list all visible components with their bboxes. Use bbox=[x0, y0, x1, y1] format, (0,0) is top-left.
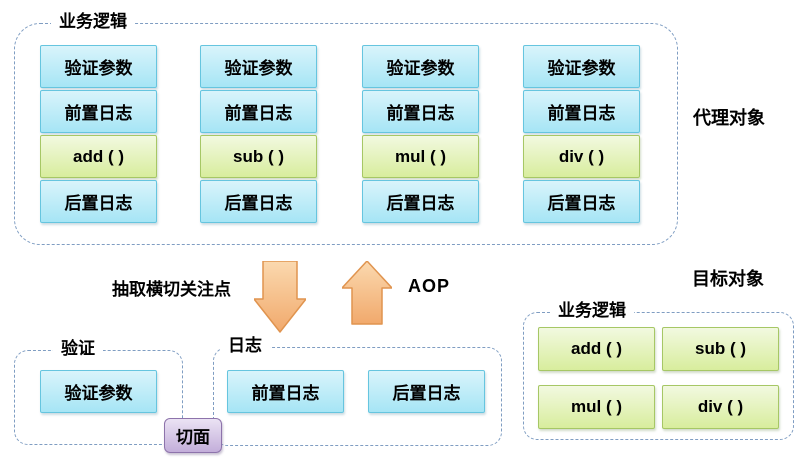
proxy-cell-postlog: 后置日志 bbox=[362, 180, 479, 223]
proxy-container-title: 业务逻辑 bbox=[51, 11, 135, 33]
proxy-cell-method: div ( ) bbox=[523, 135, 640, 178]
target-container-title: 业务逻辑 bbox=[550, 300, 634, 322]
validation-container-title: 验证 bbox=[53, 338, 103, 360]
logging-container-title: 日志 bbox=[220, 335, 270, 357]
pre-log-box: 前置日志 bbox=[227, 370, 344, 413]
proxy-cell-prelog: 前置日志 bbox=[523, 90, 640, 133]
proxy-stack-mul: 验证参数 前置日志 mul ( ) 后置日志 bbox=[362, 45, 479, 223]
target-method-add: add ( ) bbox=[538, 327, 655, 371]
proxy-cell-prelog: 前置日志 bbox=[362, 90, 479, 133]
proxy-stack-sub: 验证参数 前置日志 sub ( ) 后置日志 bbox=[200, 45, 317, 223]
aop-arrow-up-icon bbox=[342, 261, 392, 325]
proxy-cell-prelog: 前置日志 bbox=[200, 90, 317, 133]
proxy-cell-validate: 验证参数 bbox=[523, 45, 640, 88]
proxy-cell-postlog: 后置日志 bbox=[40, 180, 157, 223]
aspect-badge: 切面 bbox=[164, 418, 222, 453]
extract-crosscut-label: 抽取横切关注点 bbox=[112, 280, 231, 299]
aop-label: AOP bbox=[408, 276, 451, 296]
target-object-container: 业务逻辑 bbox=[523, 300, 794, 440]
target-object-label: 目标对象 bbox=[692, 269, 764, 289]
target-method-mul: mul ( ) bbox=[538, 385, 655, 429]
proxy-cell-method: mul ( ) bbox=[362, 135, 479, 178]
target-method-div: div ( ) bbox=[662, 385, 779, 429]
proxy-cell-validate: 验证参数 bbox=[200, 45, 317, 88]
extract-arrow-down-icon bbox=[254, 261, 306, 333]
proxy-stack-div: 验证参数 前置日志 div ( ) 后置日志 bbox=[523, 45, 640, 223]
proxy-object-label: 代理对象 bbox=[693, 108, 765, 128]
proxy-cell-method: sub ( ) bbox=[200, 135, 317, 178]
proxy-cell-postlog: 后置日志 bbox=[523, 180, 640, 223]
post-log-box: 后置日志 bbox=[368, 370, 485, 413]
proxy-cell-postlog: 后置日志 bbox=[200, 180, 317, 223]
proxy-object-container: 业务逻辑 bbox=[14, 11, 678, 245]
validation-aspect-container: 验证 bbox=[14, 338, 183, 445]
proxy-stack-add: 验证参数 前置日志 add ( ) 后置日志 bbox=[40, 45, 157, 223]
logging-aspect-container: 日志 bbox=[213, 335, 502, 446]
proxy-cell-prelog: 前置日志 bbox=[40, 90, 157, 133]
proxy-cell-method: add ( ) bbox=[40, 135, 157, 178]
target-method-sub: sub ( ) bbox=[662, 327, 779, 371]
validation-param-box: 验证参数 bbox=[40, 370, 157, 413]
proxy-cell-validate: 验证参数 bbox=[40, 45, 157, 88]
proxy-cell-validate: 验证参数 bbox=[362, 45, 479, 88]
